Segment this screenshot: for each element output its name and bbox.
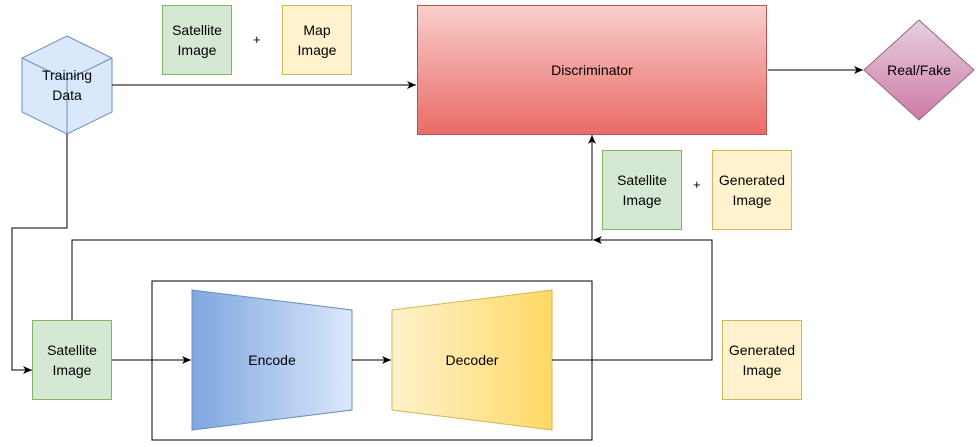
arrow-satellite-up-to-loop [71,135,596,320]
generated-image-box-bottom: Generated Image [722,320,802,400]
real-fake-diamond [863,19,975,121]
satellite-image-box-mid: Satellite Image [602,150,682,230]
map-image-box: Map Image [282,5,352,75]
arrow-generated-loop [552,236,713,361]
encoder-shape [191,289,353,431]
connectors [11,66,863,374]
arrow-training-to-satellite [11,134,68,374]
generated-image-box-mid: Generated Image [712,150,792,230]
plus-sign-top: + [253,32,261,47]
plus-sign-mid: + [693,177,701,192]
satellite-image-box-top: Satellite Image [162,5,232,75]
training-data-label: Training Data [41,67,93,103]
encode-label: Encode [248,352,296,368]
real-fake-label: Real/Fake [887,62,951,78]
discriminator-box: Discriminator [417,5,767,135]
decoder-shape [391,289,553,431]
satellite-image-box-bottom: Satellite Image [32,320,112,400]
decoder-label: Decoder [445,352,499,368]
